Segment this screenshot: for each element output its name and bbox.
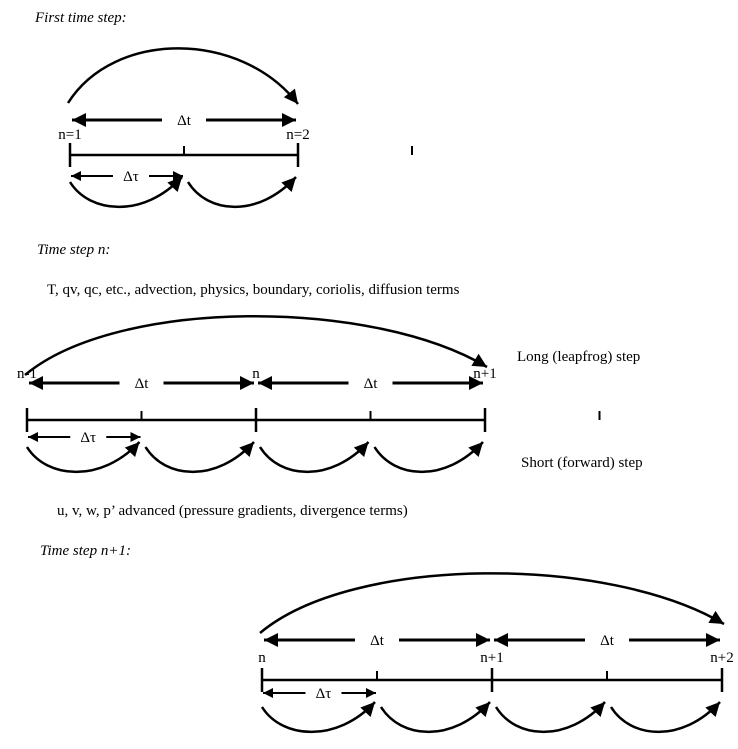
- dt-label: Δt: [364, 376, 379, 392]
- short-step-arc-arrow: [25, 441, 141, 473]
- time-level-label-n=2: n=2: [286, 127, 309, 143]
- time-level-label-n+2: n+2: [710, 650, 733, 666]
- time-level-label-n+1: n+1: [473, 366, 496, 382]
- short-step-label: Short (forward) step: [521, 455, 643, 471]
- dtau-label: Δτ: [123, 169, 139, 185]
- short-step-arc-arrow: [68, 176, 183, 208]
- long-step-arc-arrow: [66, 47, 299, 105]
- short-step-arc-arrow: [144, 441, 255, 473]
- time-level-label-n: n: [258, 650, 266, 666]
- short-step-arc-arrow: [258, 441, 370, 473]
- short-step-arc-arrow: [260, 701, 376, 733]
- time-level-label-n: n: [252, 366, 260, 382]
- dt-label: Δt: [600, 633, 615, 649]
- short-step-arc-arrow: [373, 441, 484, 473]
- dtau-label: Δτ: [316, 686, 332, 702]
- heading-time-step-n1: Time step n+1:: [40, 543, 131, 559]
- time-level-label-n+1: n+1: [480, 650, 503, 666]
- long-step-arc-arrow: [24, 314, 488, 376]
- dt-label: Δt: [135, 376, 150, 392]
- short-step-arc-arrow: [494, 701, 606, 733]
- time-level-label-n=1: n=1: [58, 127, 81, 143]
- dtau-label: Δτ: [80, 430, 96, 446]
- dt-label: Δt: [177, 113, 192, 129]
- long-step-arc-arrow: [259, 572, 725, 634]
- long-step-label: Long (leapfrog) step: [517, 349, 641, 365]
- long-step-terms: T, qv, qc, etc., advection, physics, bou…: [47, 282, 460, 298]
- heading-time-step-n: Time step n:: [37, 242, 111, 258]
- heading-first-time-step: First time step:: [35, 10, 127, 26]
- dt-label: Δt: [370, 633, 385, 649]
- short-step-arc-arrow: [379, 701, 491, 733]
- short-step-arc-arrow: [609, 701, 721, 733]
- short-step-arc-arrow: [186, 176, 297, 209]
- short-step-terms: u, v, w, p’ advanced (pressure gradients…: [57, 503, 408, 519]
